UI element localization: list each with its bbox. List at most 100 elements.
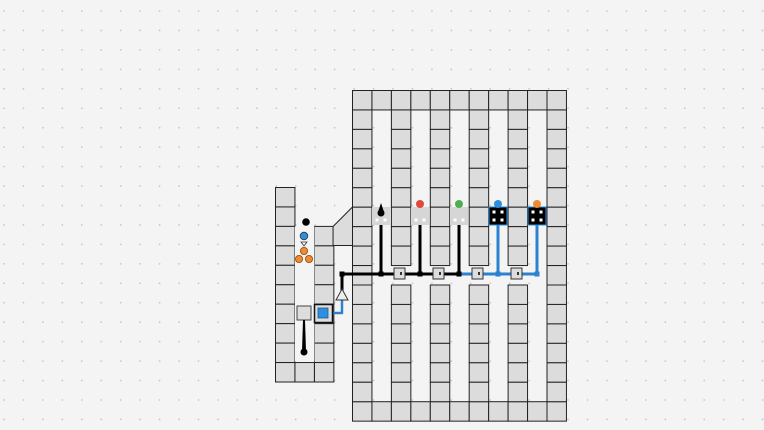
wall-tile xyxy=(429,148,451,169)
grid-dot xyxy=(372,185,375,187)
wall-tile xyxy=(468,226,490,247)
grid-dot xyxy=(217,87,219,90)
grid-dot xyxy=(664,379,667,382)
pieces[interactable] xyxy=(294,200,547,356)
junction-icon[interactable] xyxy=(471,267,484,280)
grid-dot xyxy=(411,126,414,129)
pusher-block[interactable] xyxy=(296,305,312,321)
grid-dot xyxy=(61,360,64,362)
gate-arrow-icon[interactable] xyxy=(335,287,349,301)
grid-dot xyxy=(411,360,414,362)
grid-dot xyxy=(372,87,375,90)
grid-dot xyxy=(333,107,336,110)
grid-dot xyxy=(606,321,608,324)
grid-dot xyxy=(119,379,122,382)
grid-dot xyxy=(722,165,725,168)
wall-tile xyxy=(546,401,567,422)
grid-dot xyxy=(61,49,64,51)
output-block[interactable] xyxy=(450,207,468,225)
grid-dot xyxy=(547,29,550,32)
grid-dot xyxy=(42,165,44,168)
grid-dot xyxy=(489,87,492,90)
grid-dot xyxy=(411,146,414,149)
grid-dot xyxy=(606,282,608,285)
output-block[interactable] xyxy=(411,207,429,225)
orange-cluster-icon[interactable] xyxy=(294,254,303,263)
grid-dot xyxy=(567,10,569,12)
grid-dot xyxy=(528,399,531,401)
wall-tile xyxy=(468,245,490,267)
chevron-down-icon xyxy=(300,241,308,247)
grid-dot xyxy=(22,282,25,285)
grid-dot xyxy=(158,282,161,285)
grid-dot xyxy=(489,29,492,32)
grid-dot xyxy=(333,10,336,12)
grid-dot xyxy=(139,340,142,343)
blue-gem-icon[interactable] xyxy=(299,231,309,241)
grid-dot xyxy=(411,340,414,343)
grid-dot xyxy=(606,301,608,304)
grid-dot xyxy=(411,321,414,324)
player-ball-icon[interactable] xyxy=(302,218,310,226)
grid-dot xyxy=(158,87,161,90)
grid-dot xyxy=(606,146,608,149)
grid-dot xyxy=(683,185,686,187)
wall-tile xyxy=(352,323,373,344)
grid-dot xyxy=(80,204,83,207)
grid-dot xyxy=(528,29,531,32)
grid-dot xyxy=(139,126,142,129)
grid-dot xyxy=(139,68,142,71)
grid-dot xyxy=(61,379,64,382)
grid-dot xyxy=(333,49,336,51)
grid-dot xyxy=(236,87,239,90)
junction-icon[interactable] xyxy=(393,267,406,280)
grid-dot xyxy=(450,204,453,207)
grid-dot xyxy=(703,204,706,207)
grid-dot xyxy=(761,87,764,90)
blue-switch-icon[interactable] xyxy=(317,307,329,319)
grid-dot xyxy=(683,68,686,71)
grid-dot xyxy=(567,243,569,246)
grid-dot xyxy=(664,301,667,304)
junction-icon[interactable] xyxy=(510,267,523,280)
grid-dot xyxy=(255,87,258,90)
grid-dot xyxy=(178,301,180,304)
grid-dot xyxy=(42,68,44,71)
grid-dot xyxy=(703,418,706,421)
grid-dot xyxy=(644,418,647,421)
grid-dot xyxy=(139,224,142,226)
grid-dot xyxy=(742,321,744,324)
grid-dot xyxy=(761,399,764,401)
grid-dot xyxy=(742,107,744,110)
grid-dot xyxy=(275,165,278,168)
output-block[interactable] xyxy=(527,206,547,226)
grid-dot xyxy=(431,282,433,285)
orange-cluster-icon[interactable] xyxy=(304,254,313,263)
wall-tile xyxy=(390,284,412,305)
wall-tile xyxy=(352,284,373,305)
grid-dot xyxy=(139,418,142,421)
wall-tile xyxy=(507,342,529,364)
wall-tile xyxy=(352,128,373,150)
blue-dot-icon xyxy=(494,200,502,208)
junction-icon[interactable] xyxy=(432,267,445,280)
grid-dot xyxy=(80,185,83,187)
grid-dot xyxy=(236,29,239,32)
orange-cluster-icon[interactable] xyxy=(299,246,308,255)
grid-dot xyxy=(61,418,64,421)
grid-dot xyxy=(372,301,375,304)
grid-dot xyxy=(178,399,180,401)
grid-dot xyxy=(100,282,103,285)
output-block[interactable] xyxy=(488,206,508,226)
grid-dot xyxy=(567,29,569,32)
wall-tile xyxy=(352,90,373,111)
grid-dot xyxy=(158,321,161,324)
grid-dot xyxy=(61,126,64,129)
grid-dot xyxy=(217,126,219,129)
grid-dot xyxy=(353,87,355,90)
grid-dot xyxy=(178,185,180,187)
grid-dot xyxy=(255,282,258,285)
grid-dot xyxy=(100,29,103,32)
grid-dot xyxy=(22,224,25,226)
